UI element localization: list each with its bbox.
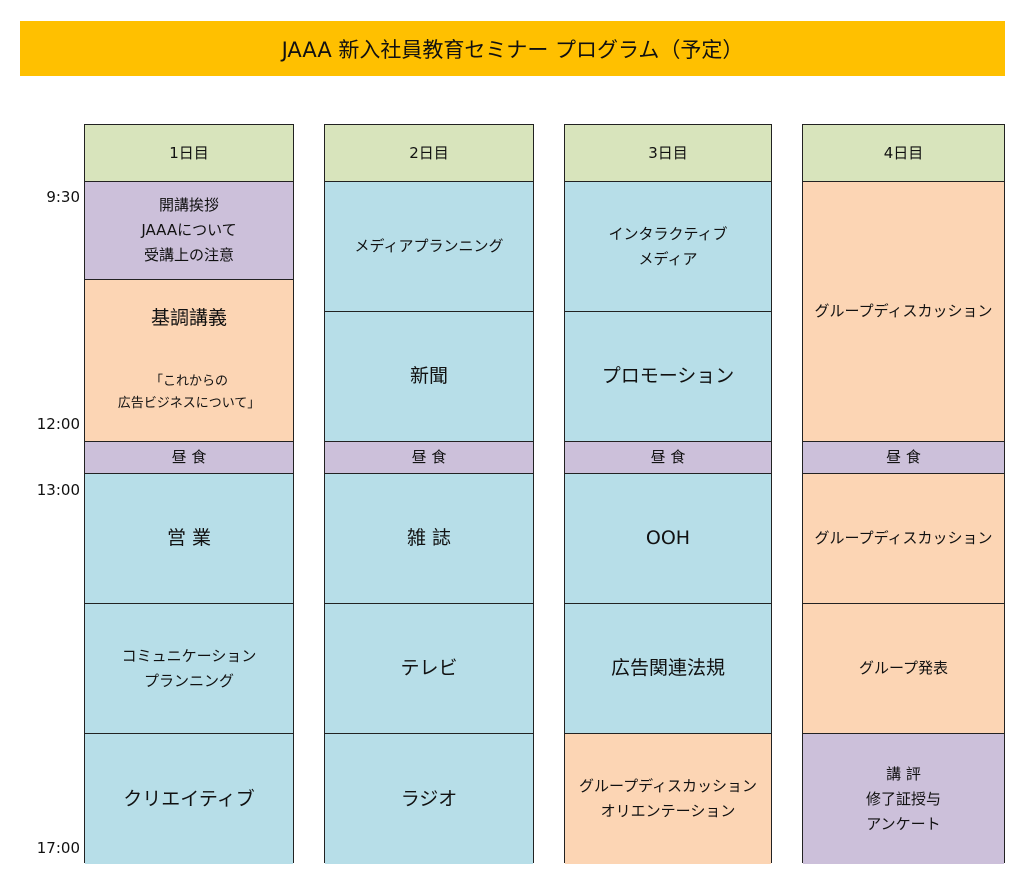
session-title: 昼 食 xyxy=(886,448,921,466)
lunch-block: 昼 食 xyxy=(565,441,771,473)
lunch-block: 昼 食 xyxy=(85,441,293,473)
session-block: グループ発表 xyxy=(803,603,1004,733)
session-title: インタラクティブ メディア xyxy=(608,224,728,268)
session-title: テレビ xyxy=(400,657,458,679)
session-block: クリエイティブ xyxy=(85,733,293,864)
session-block: グループディスカッション xyxy=(803,181,1004,441)
day-header: 4日目 xyxy=(803,125,1004,181)
session-title: 開講挨拶 JAAAについて 受講上の注意 xyxy=(141,196,237,264)
session-block: 講 評 修了証授与 アンケート xyxy=(803,733,1004,864)
day-column-3: 3日目インタラクティブ メディアプロモーション昼 食 OOH 広告関連法規グループデ… xyxy=(564,124,772,864)
session-block: 新聞 xyxy=(325,311,533,441)
session-block: コミュニケーション プランニング xyxy=(85,603,293,733)
session-block: 営 業 xyxy=(85,473,293,603)
session-title: グループディスカッション xyxy=(814,529,993,547)
page-title: JAAA 新入社員教育セミナー プログラム（予定） xyxy=(20,21,1005,76)
session-block: 開講挨拶 JAAAについて 受講上の注意 xyxy=(85,181,293,279)
session-block: テレビ xyxy=(325,603,533,733)
time-label: 17:00 xyxy=(36,839,80,857)
session-title: 営 業 xyxy=(166,527,212,549)
session-block: プロモーション xyxy=(565,311,771,441)
session-block: 雑 誌 xyxy=(325,473,533,603)
time-label: 12:00 xyxy=(36,415,80,433)
session-block: 基調講義「これからの 広告ビジネスについて」 xyxy=(85,279,293,441)
session-title: 雑 誌 xyxy=(406,527,452,549)
session-title: OOH xyxy=(645,527,691,549)
session-title: ラジオ xyxy=(400,787,458,810)
session-block: OOH xyxy=(565,473,771,603)
session-block: グループディスカッション オリエンテーション xyxy=(565,733,771,864)
day-column-4: 4日目グループディスカッション昼 食グループディスカッショングループ発表講 評 … xyxy=(802,124,1005,864)
time-label: 9:30 xyxy=(46,188,80,206)
session-title: 広告関連法規 xyxy=(610,657,725,679)
lunch-block: 昼 食 xyxy=(803,441,1004,473)
session-title: コミュニケーション プランニング xyxy=(121,646,257,690)
session-block: ラジオ xyxy=(325,733,533,864)
session-title: 昼 食 xyxy=(411,448,447,466)
session-title: 基調講義 xyxy=(150,307,227,329)
time-label: 13:00 xyxy=(36,481,80,499)
day-header: 3日目 xyxy=(565,125,771,181)
lunch-block: 昼 食 xyxy=(325,441,533,473)
session-title: クリエイティブ xyxy=(123,787,255,810)
session-title: グループディスカッション xyxy=(814,302,993,320)
session-title: 昼 食 xyxy=(171,448,207,466)
session-title: メディアプランニング xyxy=(354,237,504,255)
day-header: 2日目 xyxy=(325,125,533,181)
session-title: グループディスカッション オリエンテーション xyxy=(578,777,758,820)
session-title: 新聞 xyxy=(409,365,448,387)
session-block: メディアプランニング xyxy=(325,181,533,311)
session-title: グループ発表 xyxy=(858,659,949,677)
session-title: 昼 食 xyxy=(650,448,686,466)
session-block: インタラクティブ メディア xyxy=(565,181,771,311)
day-header: 1日目 xyxy=(85,125,293,181)
day-column-2: 2日目メディアプランニング新聞昼 食雑 誌テレビラジオ xyxy=(324,124,534,864)
session-subtitle: 「これからの 広告ビジネスについて」 xyxy=(117,374,261,411)
day-column-1: 1日目開講挨拶 JAAAについて 受講上の注意基調講義「これからの 広告ビジネス… xyxy=(84,124,294,864)
session-title: 講 評 修了証授与 アンケート xyxy=(865,764,941,833)
session-block: 広告関連法規 xyxy=(565,603,771,733)
session-block: グループディスカッション xyxy=(803,473,1004,603)
session-title: プロモーション xyxy=(601,365,735,387)
